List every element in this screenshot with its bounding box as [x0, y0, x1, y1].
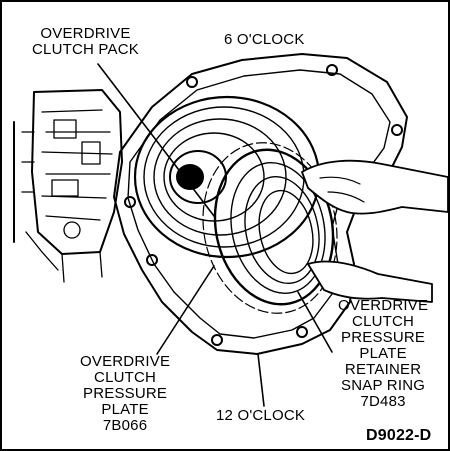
leader-pressure-plate — [156, 265, 215, 355]
pressure-plate-outer — [213, 148, 335, 306]
bolt-hole — [211, 334, 223, 346]
valve-body-detail — [51, 179, 79, 197]
bolt-hole — [391, 124, 403, 136]
pressure-plate-ring — [244, 175, 320, 285]
label-6-oclock: 6 O'CLOCK — [224, 31, 305, 48]
bolt-hole — [326, 64, 338, 76]
leader-snap-ring — [297, 291, 333, 353]
figure-id: D9022-D — [366, 427, 432, 444]
label-overdrive-clutch-pack: OVERDRIVE CLUTCH PACK — [32, 25, 139, 58]
label-retainer-snap-ring: OVERDRIVE CLUTCH PRESSURE PLATE RETAINER… — [338, 297, 429, 410]
valve-body-detail — [63, 221, 81, 239]
bolt-hole — [186, 76, 198, 88]
valve-body — [31, 89, 123, 255]
housing-outline — [113, 53, 408, 355]
pressure-plate-inner — [258, 189, 314, 275]
leader-clutch-pack — [97, 63, 215, 217]
label-12-oclock: 12 O'CLOCK — [216, 407, 306, 424]
housing-inner-flange — [127, 69, 391, 339]
valve-body-detail — [81, 141, 101, 165]
label-pressure-plate: OVERDRIVE CLUTCH PRESSURE PLATE 7B066 — [80, 353, 171, 434]
hand-upper — [301, 159, 448, 215]
leader-12-oclock — [257, 353, 265, 407]
clutch-drum-ring — [153, 118, 287, 236]
bolt-hole — [124, 196, 136, 208]
clutch-hub-bore — [176, 164, 204, 190]
snap-ring — [202, 142, 338, 314]
valve-body-detail — [53, 119, 77, 139]
pressure-plate-ring — [230, 162, 326, 294]
bolt-hole — [146, 254, 158, 266]
bolt-hole — [296, 326, 308, 338]
hand-lower — [307, 260, 433, 303]
